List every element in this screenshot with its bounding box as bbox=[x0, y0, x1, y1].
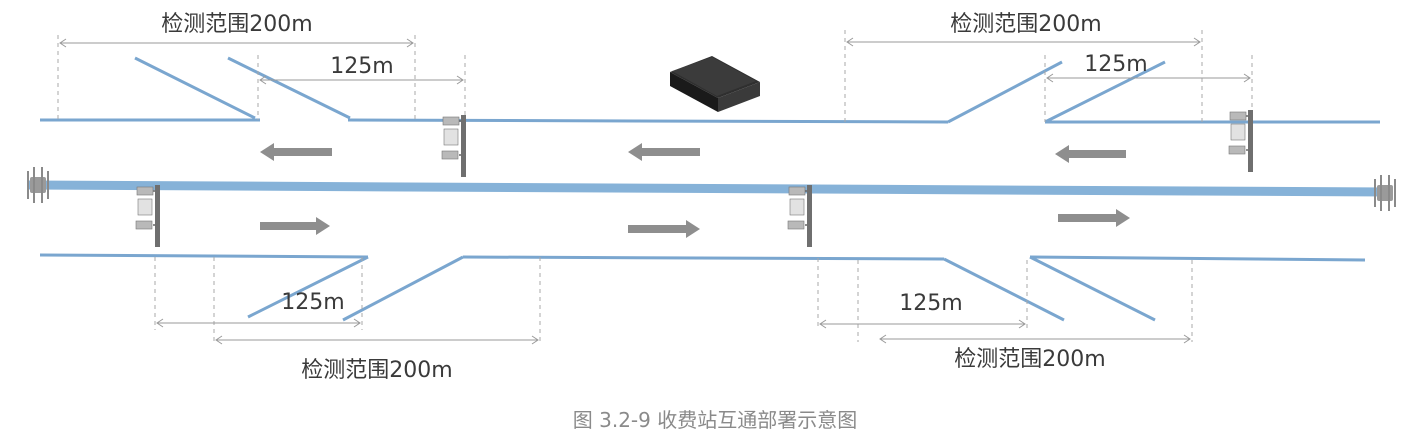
direction-arrows bbox=[260, 143, 1130, 238]
extension-lines bbox=[57, 30, 1253, 345]
camera-pole-icon bbox=[135, 184, 161, 248]
top-right-short-label: 125m bbox=[1084, 52, 1147, 77]
top-right-range-label: 检测范围200m bbox=[950, 12, 1101, 37]
bottom-left-range-label: 检测范围200m bbox=[301, 358, 452, 383]
arrow-left-icon bbox=[628, 143, 700, 161]
figure-caption: 图 3.2-9 收费站互通部署示意图 bbox=[573, 408, 857, 432]
edge-server-box-icon bbox=[670, 56, 760, 112]
arrow-right-icon bbox=[628, 220, 700, 238]
camera-pole-icon bbox=[441, 114, 467, 178]
top-left-range-label: 检测范围200m bbox=[161, 12, 312, 37]
top-left-short-label: 125m bbox=[330, 54, 393, 79]
bottom-left-short-label: 125m bbox=[281, 290, 344, 315]
dimension-lines bbox=[59, 37, 1251, 345]
arrow-left-icon bbox=[1055, 145, 1126, 163]
arrow-right-icon bbox=[1058, 209, 1130, 227]
camera-pole-icon bbox=[787, 184, 813, 248]
camera-pole-icon bbox=[1228, 109, 1254, 173]
antenna-unit-icon bbox=[1374, 174, 1396, 212]
bottom-right-range-label: 检测范围200m bbox=[954, 347, 1105, 372]
median-strip bbox=[27, 180, 1391, 197]
arrow-left-icon bbox=[260, 143, 332, 161]
bottom-right-short-label: 125m bbox=[899, 291, 962, 316]
arrow-right-icon bbox=[260, 217, 330, 235]
bottom-road bbox=[39, 253, 1366, 322]
antenna-unit-icon bbox=[27, 166, 49, 204]
